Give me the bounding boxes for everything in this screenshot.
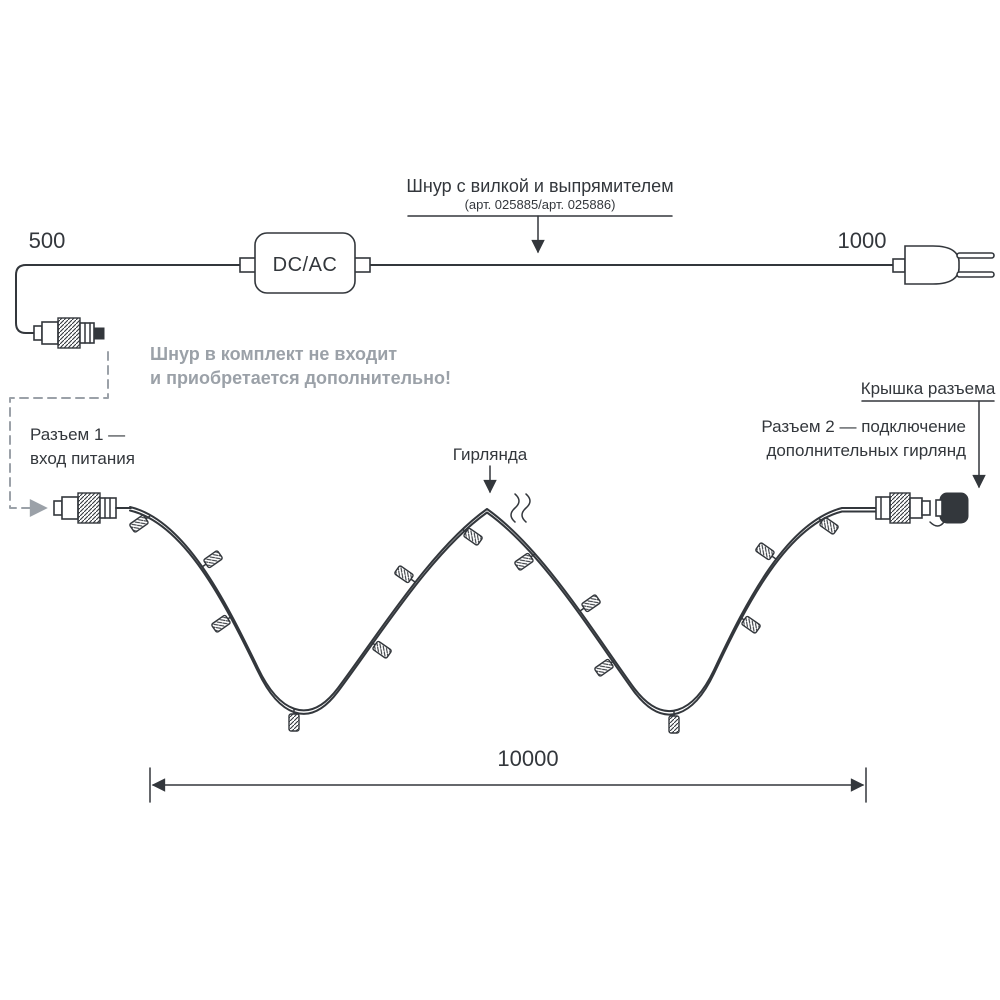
plug-prong-top — [956, 252, 995, 259]
cap-label: Крышка разъема — [861, 379, 996, 398]
connector-knurl — [57, 317, 81, 349]
break-squiggle — [521, 493, 531, 523]
break-mask — [510, 494, 532, 522]
connector-collar — [33, 325, 43, 341]
connector-cap — [939, 492, 969, 524]
plug-body — [904, 245, 960, 285]
plug-neck — [892, 258, 906, 273]
connector-body — [875, 496, 891, 520]
connector1-power-input — [53, 492, 132, 524]
dashed-connection-line — [9, 351, 109, 517]
connector1-label-line1: Разъем 1 — — [30, 425, 125, 444]
connector-collar — [909, 497, 923, 519]
plug-prong-bottom — [956, 271, 995, 278]
garland-wire-strand2 — [129, 509, 877, 716]
connector-collar — [53, 500, 63, 516]
connector2-extension — [875, 492, 969, 527]
connector2-label-line2: дополнительных гирлянд — [766, 441, 966, 460]
garland-wire-strand1 — [129, 506, 877, 713]
dimension-1000: 1000 — [838, 228, 887, 253]
connector-knurl — [889, 492, 911, 524]
connector-thread — [79, 322, 95, 344]
connector-body — [41, 321, 59, 345]
cord-callout: Шнур с вилкой и выпрямителем (арт. 02588… — [406, 176, 674, 254]
dimension-10000: 10000 — [497, 746, 558, 771]
converter-label: DC/AC — [273, 254, 338, 276]
garland-label: Гирлянда — [453, 445, 528, 464]
connector-power-end — [33, 317, 105, 349]
strain-relief-left — [239, 257, 257, 273]
converter-box — [254, 232, 356, 294]
connector2-label-line1: Разъем 2 — подключение — [761, 417, 966, 436]
dimension-500: 500 — [29, 228, 66, 253]
strain-relief-right — [353, 257, 371, 273]
cord-left-wire — [15, 264, 241, 334]
connector-thread — [99, 497, 117, 519]
total-length-dimension: 10000 — [149, 746, 867, 803]
connector1-label-line2: вход питания — [30, 449, 135, 468]
cord-subtitle: (арт. 025885/арт. 025886) — [465, 197, 616, 212]
note-line1: Шнур в комплект не входит — [150, 344, 397, 364]
garland-wire — [129, 506, 877, 716]
cap-ring — [935, 499, 943, 517]
connector-knurl — [77, 492, 101, 524]
connector-body — [61, 496, 79, 520]
note-line2: и приобретается дополнительно! — [150, 368, 451, 388]
break-squiggle — [510, 493, 520, 523]
wire-break-symbol — [510, 493, 532, 523]
cord-title: Шнур с вилкой и выпрямителем — [406, 176, 673, 196]
mains-plug — [892, 245, 995, 285]
connector-tip — [921, 500, 931, 516]
cap-tether — [929, 521, 945, 527]
connector-tip — [93, 327, 105, 340]
power-cord: DC/AC — [15, 232, 894, 334]
